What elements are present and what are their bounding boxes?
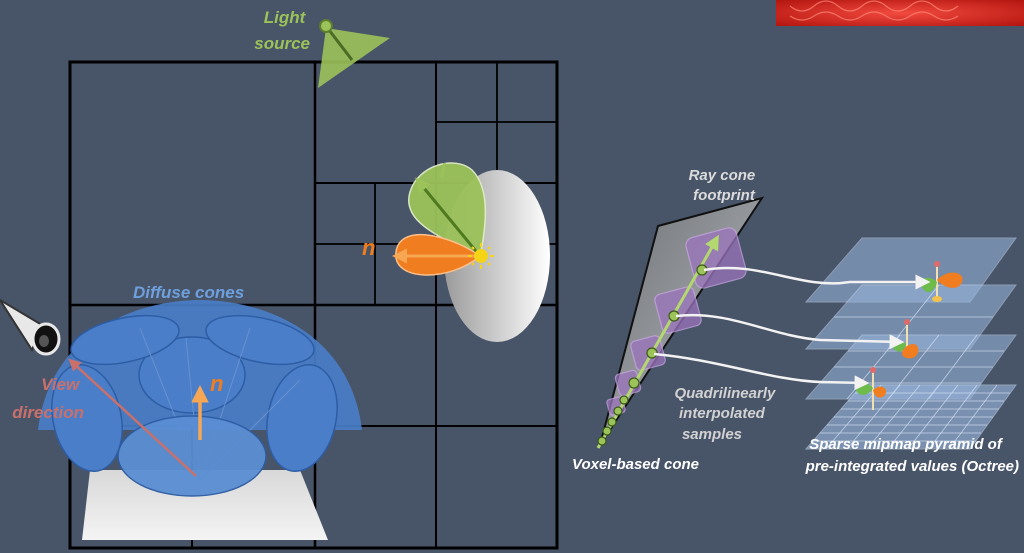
light-source-label: Light source: [254, 8, 310, 53]
view-direction-label: View direction: [12, 375, 84, 422]
mipmap-pyramid: [653, 237, 1017, 450]
sample-point: [602, 426, 612, 436]
diffuse-normal-label: n: [210, 371, 223, 396]
ray-cone-footprint-label: Ray cone footprint: [689, 167, 760, 204]
sample-point: [613, 406, 623, 416]
mip-level-3: [804, 384, 1017, 450]
floor-plane: [82, 470, 328, 540]
light-vector-label: l: [440, 161, 446, 183]
diffuse-cones-label: Diffuse cones: [133, 283, 244, 302]
quadrilinear-samples-label: Quadrilinearly interpolated samples: [674, 385, 779, 443]
eye-camera-icon: [0, 299, 61, 356]
sample-point: [607, 417, 617, 427]
light-source-icon: [318, 19, 390, 88]
sample-point: [619, 395, 629, 405]
sample-link-arrow: [675, 313, 905, 350]
mipmap-pyramid-label: Sparse mipmap pyramid of pre-integrated …: [805, 436, 1019, 475]
diffuse-cones: [38, 300, 362, 497]
sample-point: [628, 377, 640, 389]
cone-ellipse: [205, 314, 315, 366]
sample-link-arrow: [653, 352, 870, 391]
base-cone-ellipse: [117, 415, 267, 497]
reference-render-thumbnail: [776, 0, 1024, 26]
brdf-normal-label: n: [362, 235, 375, 260]
sun-icon: [468, 243, 494, 269]
voxel-cone-label: Voxel-based cone: [572, 456, 699, 473]
lobe-glyph-level-3: [855, 367, 887, 410]
cone-ellipse: [138, 336, 246, 414]
cone-ellipse: [70, 314, 180, 366]
view-direction-arrow: [68, 358, 197, 477]
surface-brdf-lobes: [392, 162, 550, 342]
voxel-cone: [596, 196, 765, 449]
sample-link-arrow: [703, 266, 931, 290]
sample-point: [597, 436, 607, 446]
light-vector-arrow: [415, 177, 482, 257]
sample-point: [646, 347, 658, 359]
